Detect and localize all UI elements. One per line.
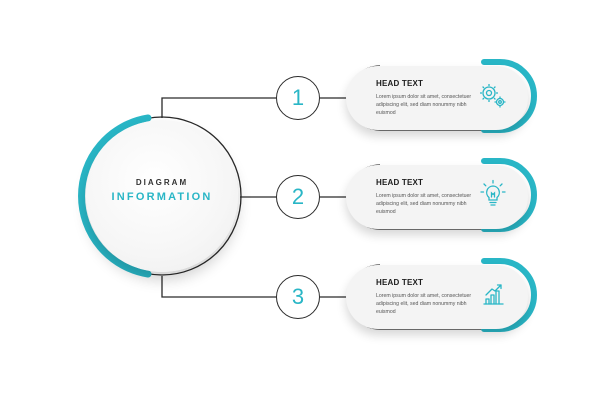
- step-number-2: 2: [276, 175, 320, 219]
- card-title: HEAD TEXT: [376, 178, 424, 187]
- main-title: DIAGRAM INFORMATION: [86, 178, 238, 203]
- main-title-line1: DIAGRAM: [135, 178, 189, 187]
- lightbulb-icon: [480, 179, 506, 206]
- gears-icon: [480, 84, 506, 108]
- growth-chart-icon: [483, 284, 504, 305]
- main-title-line2: INFORMATION: [111, 191, 213, 203]
- card-body: Lorem ipsum dolor sit amet, consectetuer…: [376, 293, 472, 315]
- info-card-2: HEAD TEXT Lorem ipsum dolor sit amet, co…: [346, 165, 528, 229]
- info-card-3: HEAD TEXT Lorem ipsum dolor sit amet, co…: [346, 265, 528, 329]
- info-card-1: HEAD TEXT Lorem ipsum dolor sit amet, co…: [346, 66, 528, 130]
- card-title: HEAD TEXT: [376, 278, 424, 287]
- card-title: HEAD TEXT: [376, 79, 424, 88]
- step-number-3: 3: [276, 275, 320, 319]
- card-body: Lorem ipsum dolor sit amet, consectetuer…: [376, 94, 472, 116]
- card-body: Lorem ipsum dolor sit amet, consectetuer…: [376, 193, 472, 215]
- step-number-1: 1: [276, 76, 320, 120]
- main-circle: [86, 120, 238, 272]
